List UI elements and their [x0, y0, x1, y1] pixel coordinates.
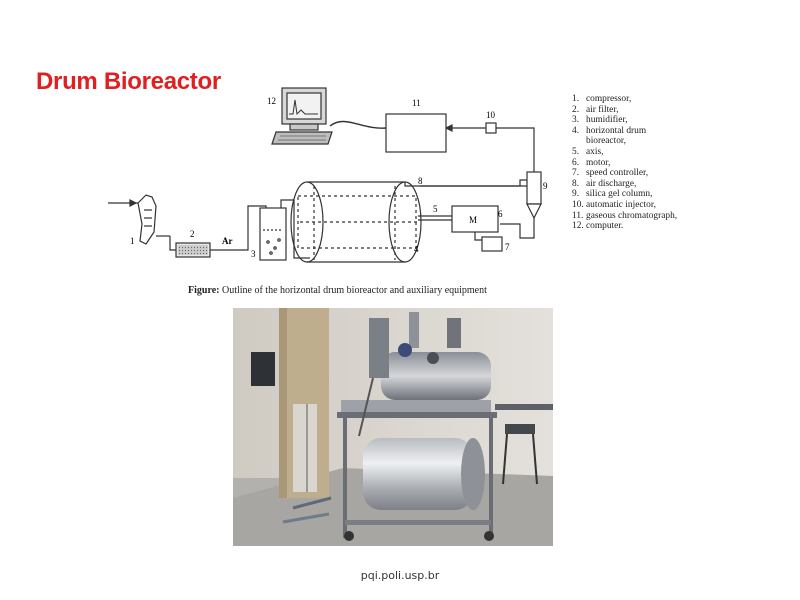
caption-text: Outline of the horizontal drum bioreacto… — [219, 285, 487, 296]
legend-number: 9. — [572, 189, 580, 200]
legend-number: 10. — [572, 199, 584, 210]
legend-number: 7. — [572, 168, 580, 179]
label-7: 7 — [505, 242, 510, 252]
label-2: 2 — [190, 229, 195, 239]
footer-source: pqi.poli.usp.br — [360, 569, 440, 582]
air-discharge-line — [404, 179, 535, 187]
computer-cable — [329, 120, 387, 129]
legend-item: 11.gaseous chromatograph, — [572, 211, 677, 222]
legend-number: 3. — [572, 115, 580, 126]
legend-item: 12.computer. — [572, 221, 677, 232]
legend-item: 7. speed controller, — [572, 168, 677, 179]
legend-number: 11. — [572, 210, 584, 221]
legend-number: 12. — [572, 221, 584, 232]
injector-line — [444, 124, 535, 160]
speed-controller-icon — [474, 232, 503, 252]
legend-item: 3. humidifier, — [572, 115, 677, 126]
legend-item: 9. silica gel column, — [572, 189, 677, 200]
axis-line — [418, 215, 452, 221]
legend-item: 1. compressor, — [572, 94, 677, 105]
label-3: 3 — [251, 249, 256, 259]
legend-number: 4. — [572, 125, 580, 136]
legend-text: horizontal drum — [586, 125, 647, 136]
inlet-line — [108, 199, 138, 207]
compressor-icon — [137, 194, 170, 245]
pipe-compressor-filter — [169, 236, 176, 251]
legend-item: 2. air filter, — [572, 105, 677, 116]
automatic-injector-icon — [485, 122, 497, 134]
legend-item: bioreactor, — [572, 136, 677, 147]
label-5: 5 — [433, 204, 438, 214]
humidifier-icon — [259, 199, 310, 261]
legend-text: automatic injector, — [586, 199, 656, 210]
legend-item: 4. horizontal drum — [572, 126, 677, 137]
label-4: 4 — [414, 244, 419, 254]
legend-text: silica gel column, — [586, 189, 653, 200]
diagram-legend: 1.compressor,2.air filter,3.humidifier,4… — [572, 94, 677, 232]
label-motor: M — [469, 215, 477, 225]
legend-text: speed controller, — [586, 168, 649, 179]
bioreactor-photo — [233, 308, 553, 546]
label-6: 6 — [498, 209, 503, 219]
legend-text: motor, — [586, 157, 611, 168]
legend-item: 6. motor, — [572, 158, 677, 169]
legend-text: air filter, — [586, 104, 619, 115]
legend-item: 5. axis, — [572, 147, 677, 158]
legend-text: axis, — [586, 146, 604, 157]
pipe-filter-humidifier — [210, 205, 267, 251]
motor-icon — [451, 205, 499, 233]
label-12: 12 — [267, 96, 276, 106]
gaseous-chromatograph-icon — [385, 113, 447, 153]
legend-number: 8. — [572, 178, 580, 189]
label-1: 1 — [130, 236, 135, 246]
drum-bioreactor-icon — [290, 181, 422, 263]
legend-item: 8. air discharge, — [572, 179, 677, 190]
legend-text: air discharge, — [586, 178, 637, 189]
silica-gel-column-icon — [500, 160, 542, 239]
label-11: 11 — [412, 98, 421, 108]
label-8: 8 — [418, 176, 423, 186]
legend-number: 5. — [572, 146, 580, 157]
legend-text: compressor, — [586, 94, 632, 104]
legend-number: 2. — [572, 104, 580, 115]
label-ar: Ar — [222, 236, 233, 246]
figure-caption: Figure: Outline of the horizontal drum b… — [188, 285, 487, 296]
computer-icon — [271, 87, 333, 145]
legend-text: bioreactor, — [586, 136, 626, 147]
legend-number: 1. — [572, 94, 580, 104]
legend-text: computer. — [586, 221, 624, 232]
caption-bold: Figure: — [188, 285, 220, 296]
legend-text: humidifier, — [586, 115, 628, 126]
label-10: 10 — [486, 110, 496, 120]
legend-number: 6. — [572, 157, 580, 168]
process-schematic: 1 2 Ar 3 4 5 M 6 7 8 9 10 11 12 — [108, 87, 548, 263]
slide-title: Drum Bioreactor — [36, 68, 221, 95]
label-9: 9 — [543, 181, 548, 191]
legend-number — [572, 136, 586, 147]
legend-item: 10.automatic injector, — [572, 200, 677, 211]
legend-text: gaseous chromatograph, — [586, 210, 678, 221]
